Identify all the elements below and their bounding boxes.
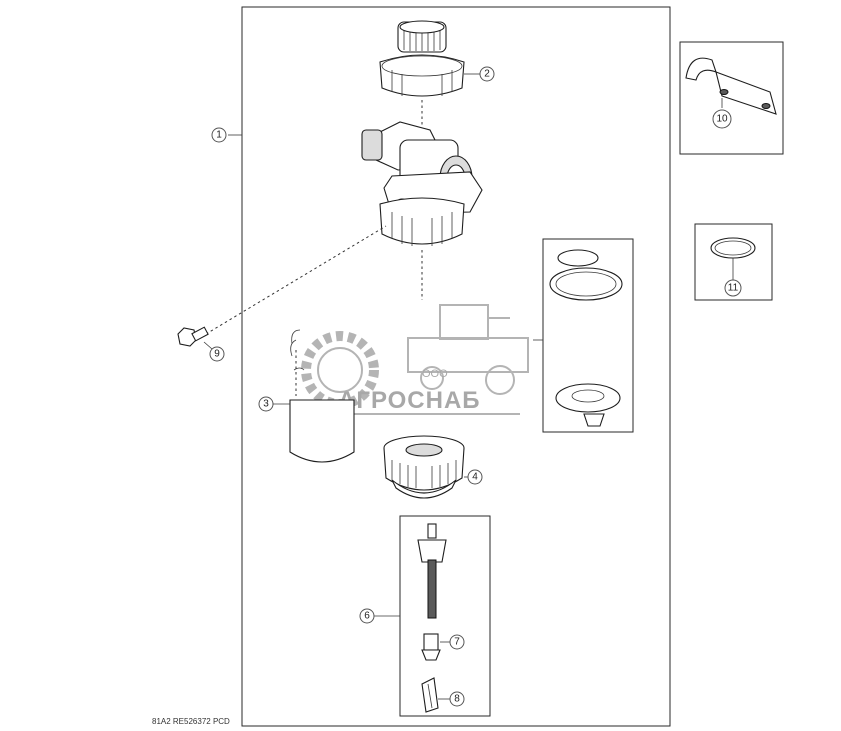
- watermark-small-text: ООО: [422, 368, 448, 380]
- callout-6: 6: [359, 608, 375, 624]
- part-3-filter-element: [289, 329, 355, 463]
- watermark-large-text: АГРОСНАБ: [338, 387, 481, 414]
- callout-8: 8: [449, 691, 465, 707]
- callout-9: 9: [209, 346, 225, 362]
- footer-reference-code: 81A2 RE526372 PCD: [152, 717, 230, 726]
- watermark: ООО АГРОСНАБ: [301, 304, 529, 415]
- callout-7: 7: [449, 634, 465, 650]
- svg-text:10: 10: [716, 114, 728, 125]
- svg-text:3: 3: [263, 399, 269, 410]
- main-frame: [241, 6, 671, 727]
- svg-text:4: 4: [472, 472, 478, 483]
- part-2-cap-collar: [379, 20, 465, 97]
- svg-text:1: 1: [216, 130, 222, 141]
- callout-3: 3: [258, 396, 274, 412]
- filter-head-assembly: [361, 121, 483, 246]
- svg-text:2: 2: [484, 69, 490, 80]
- callout-1: 1: [211, 127, 227, 143]
- svg-text:6: 6: [364, 611, 370, 622]
- callout-10: 10: [712, 109, 732, 129]
- part-11-o-ring: [710, 237, 756, 259]
- bolt-leader-dashed: [205, 225, 387, 335]
- svg-text:9: 9: [214, 349, 220, 360]
- part-6-drain-valve-stem: [417, 523, 447, 619]
- part-7-valve-insert: [421, 633, 441, 661]
- seal-kit-box: [542, 238, 634, 433]
- callout-2: 2: [479, 66, 495, 82]
- part-8-drain-plug: [421, 677, 439, 713]
- svg-text:11: 11: [728, 283, 739, 294]
- part-4-bowl: [383, 435, 465, 499]
- part-9-bolt: [177, 326, 209, 347]
- part-10-box: [679, 41, 784, 155]
- svg-text:7: 7: [454, 637, 460, 648]
- combine-harvester-icon: [407, 304, 529, 395]
- svg-text:8: 8: [454, 694, 460, 705]
- part-10-clamp: [685, 57, 777, 115]
- part-11-box: [694, 223, 773, 301]
- callout-9-leader: [203, 341, 213, 350]
- callout-11: 11: [724, 279, 742, 297]
- seal-kit-seals: [549, 249, 623, 427]
- callout-4: 4: [467, 469, 483, 485]
